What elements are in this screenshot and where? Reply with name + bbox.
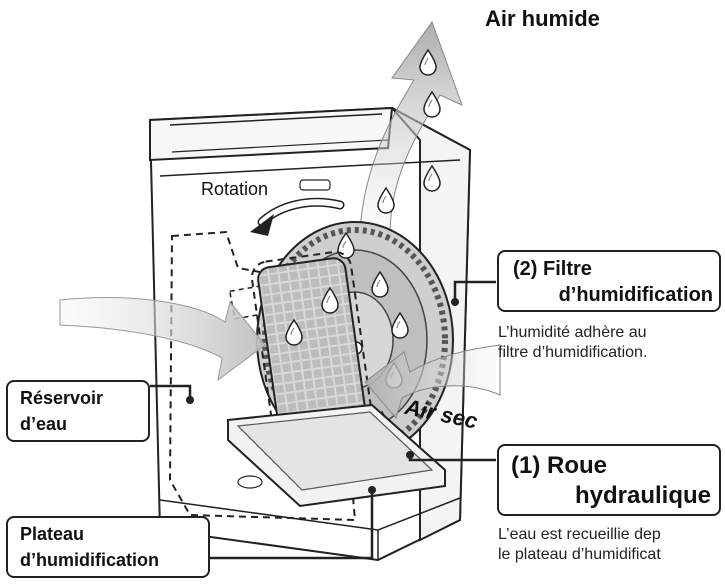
label-rotation: Rotation xyxy=(201,179,269,199)
dry-air-arrow-left xyxy=(59,297,266,382)
callout-roue-line2: hydraulique xyxy=(574,482,711,509)
leader-dot xyxy=(368,486,376,494)
leader-dot xyxy=(406,451,414,459)
callout-plateau-line1: Plateau xyxy=(20,524,85,544)
callout-roue-line1: (1) Roue xyxy=(511,452,607,479)
leader-dot xyxy=(186,396,194,404)
leader-dot xyxy=(451,298,459,306)
humidification-tray xyxy=(227,403,446,508)
callout-reservoir-line1: Réservoir xyxy=(20,388,104,408)
rotation-arrow-icon xyxy=(250,197,345,236)
callout-leaders xyxy=(150,280,496,560)
humid-air-arrow xyxy=(359,20,463,231)
callout-plateau-line2: d’humidification xyxy=(20,550,159,570)
callout-filtre-line2: d’humidification xyxy=(558,284,713,306)
callout-filtre-desc2: filtre d’humidification. xyxy=(498,344,648,361)
callout-roue-box: (1) Roue hydraulique xyxy=(497,444,721,516)
callout-filtre-box: (2) Filtre d’humidification xyxy=(497,250,721,312)
callout-plateau-box: Plateau d’humidification xyxy=(6,516,210,578)
callout-roue-desc1: L’eau est recueillie dep xyxy=(498,526,661,543)
dry-air-arrow-right xyxy=(364,344,501,420)
callout-filtre-line1: (2) Filtre xyxy=(513,258,592,280)
callout-filtre-desc1: L’humidité adhère au xyxy=(498,324,647,341)
callout-roue-desc2: le plateau d’humidificat xyxy=(498,546,661,563)
callout-reservoir-box: Réservoir d’eau xyxy=(6,380,150,442)
label-air-humide: Air humide xyxy=(485,6,600,31)
callout-reservoir-line2: d’eau xyxy=(20,414,68,434)
